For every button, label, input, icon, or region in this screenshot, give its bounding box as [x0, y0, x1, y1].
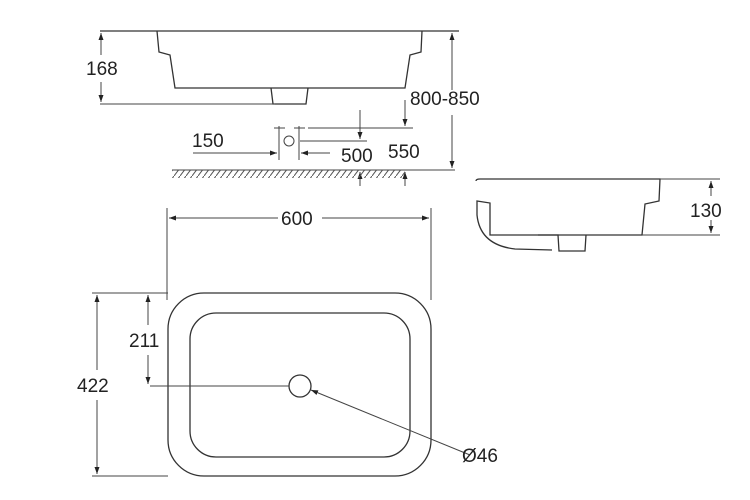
basin-inner-bowl	[189, 312, 411, 458]
basin-front-outline	[156, 30, 423, 89]
drain-side	[538, 234, 587, 252]
dim-500-label: 500	[341, 146, 373, 167]
floor-hatch	[172, 170, 405, 178]
side-view: 130	[475, 178, 722, 252]
drain-symbol-icon	[283, 135, 295, 147]
dim-550-label: 550	[388, 142, 420, 163]
top-view: 600 211 422 Ø46	[77, 208, 498, 477]
basin-side-outline	[475, 178, 661, 251]
plumbing-detail: 150 500 550	[172, 100, 455, 186]
drain-hole	[288, 374, 312, 398]
dim-422-label: 422	[77, 376, 109, 397]
dim-130-label: 130	[690, 201, 722, 222]
front-view: 168 800-850	[86, 30, 480, 168]
dim-600-label: 600	[281, 209, 313, 230]
dim-150-label: 150	[192, 131, 224, 152]
drain-front	[270, 87, 309, 105]
dim-211-label: 211	[129, 331, 159, 352]
dim-168-label: 168	[86, 59, 118, 80]
basin-outer-rim	[167, 292, 432, 477]
dim-800-850-label: 800-850	[410, 89, 480, 110]
dim-diameter-46-label: Ø46	[462, 446, 498, 467]
